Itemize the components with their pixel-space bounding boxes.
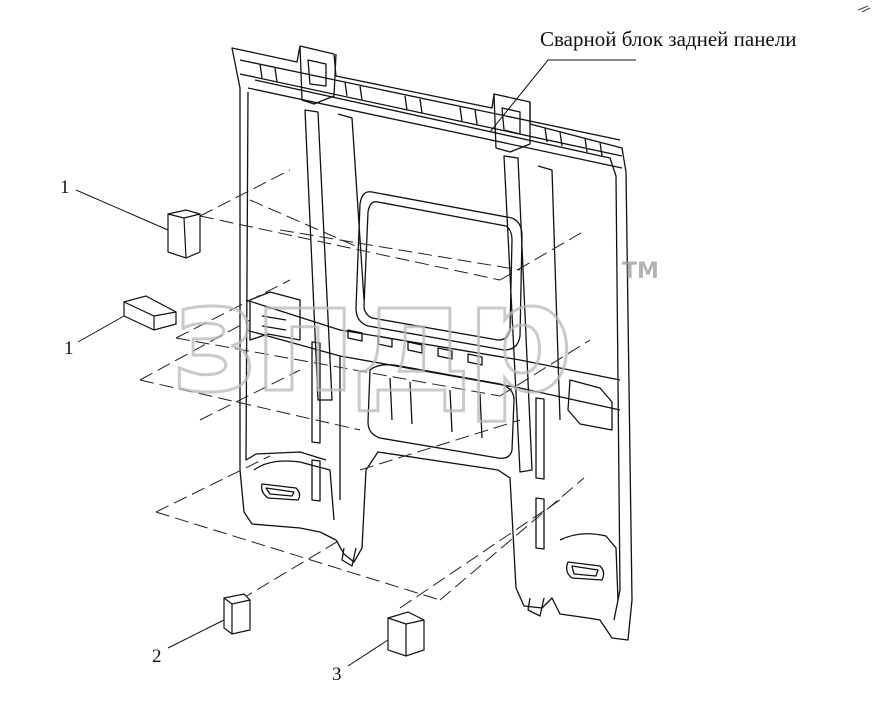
part-block-3: [387, 611, 425, 657]
callout-3-number: 3: [332, 664, 342, 685]
part-block-2: [223, 593, 251, 635]
assembly-title: Сварной блок задней панели: [540, 27, 796, 51]
corner-mark: [857, 5, 871, 13]
leader-1a: [75, 189, 169, 231]
placement-dash-lines: [139, 169, 591, 609]
leader-2: [167, 619, 225, 649]
watermark-tm: TM: [622, 259, 659, 284]
callout-1b-number: 1: [64, 338, 74, 359]
leader-1b: [77, 315, 125, 343]
part-block-1-upper: [167, 209, 201, 259]
rear-panel-weldment: [231, 45, 633, 641]
leader-lines: [75, 59, 636, 667]
callout-1a-number: 1: [60, 177, 70, 198]
watermark-logo: зпдр TM: [171, 251, 659, 428]
part-block-1-lower: [123, 295, 177, 331]
leader-3: [347, 639, 389, 667]
callout-2-number: 2: [152, 646, 162, 667]
leader-title: [489, 59, 636, 133]
watermark-text: зпдр: [172, 252, 567, 426]
